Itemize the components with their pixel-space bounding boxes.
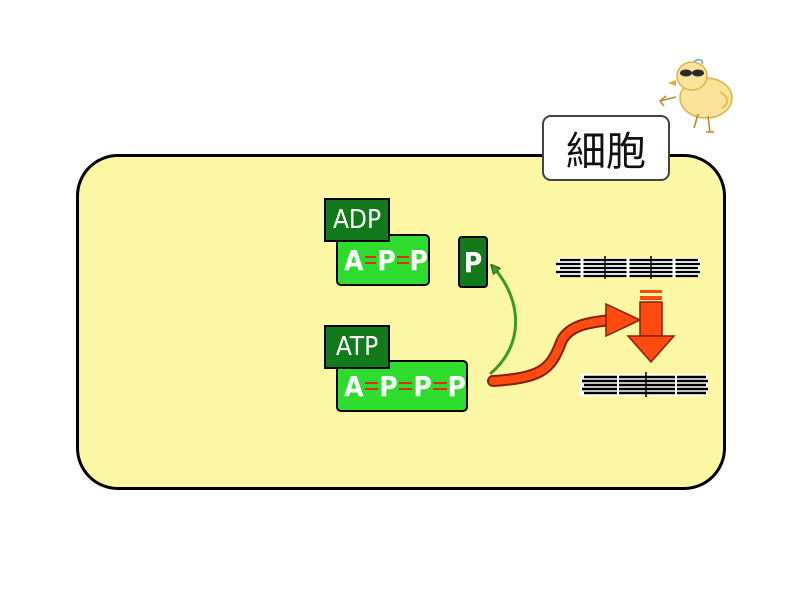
adp-phosphate-1: P <box>377 243 396 277</box>
adp-molecule: A P P <box>336 234 430 286</box>
adp-bond-2 <box>396 256 409 264</box>
adp-bond-1 <box>364 256 377 264</box>
adp-adenosine: A <box>344 243 364 277</box>
atp-bond-3 <box>432 382 447 390</box>
muscle-fiber-relaxed-icon <box>556 256 700 279</box>
cell-label: 細胞 <box>542 115 670 181</box>
free-phosphate: P <box>458 236 488 288</box>
atp-phosphate-1: P <box>379 369 398 403</box>
adp-tag: ADP <box>324 198 390 242</box>
atp-adenosine: A <box>344 369 364 403</box>
phosphate-release-arrow <box>489 268 518 376</box>
atp-bond-1 <box>364 382 379 390</box>
atp-tag: ATP <box>324 325 390 369</box>
energy-arrow <box>487 302 642 387</box>
atp-bond-2 <box>398 382 413 390</box>
adp-phosphate-2: P <box>409 243 428 277</box>
atp-phosphate-2: P <box>413 369 432 403</box>
contraction-arrow <box>626 290 676 364</box>
atp-phosphate-3: P <box>447 369 467 403</box>
muscle-fiber-contracted-icon <box>580 372 708 397</box>
chick-icon <box>658 58 733 133</box>
